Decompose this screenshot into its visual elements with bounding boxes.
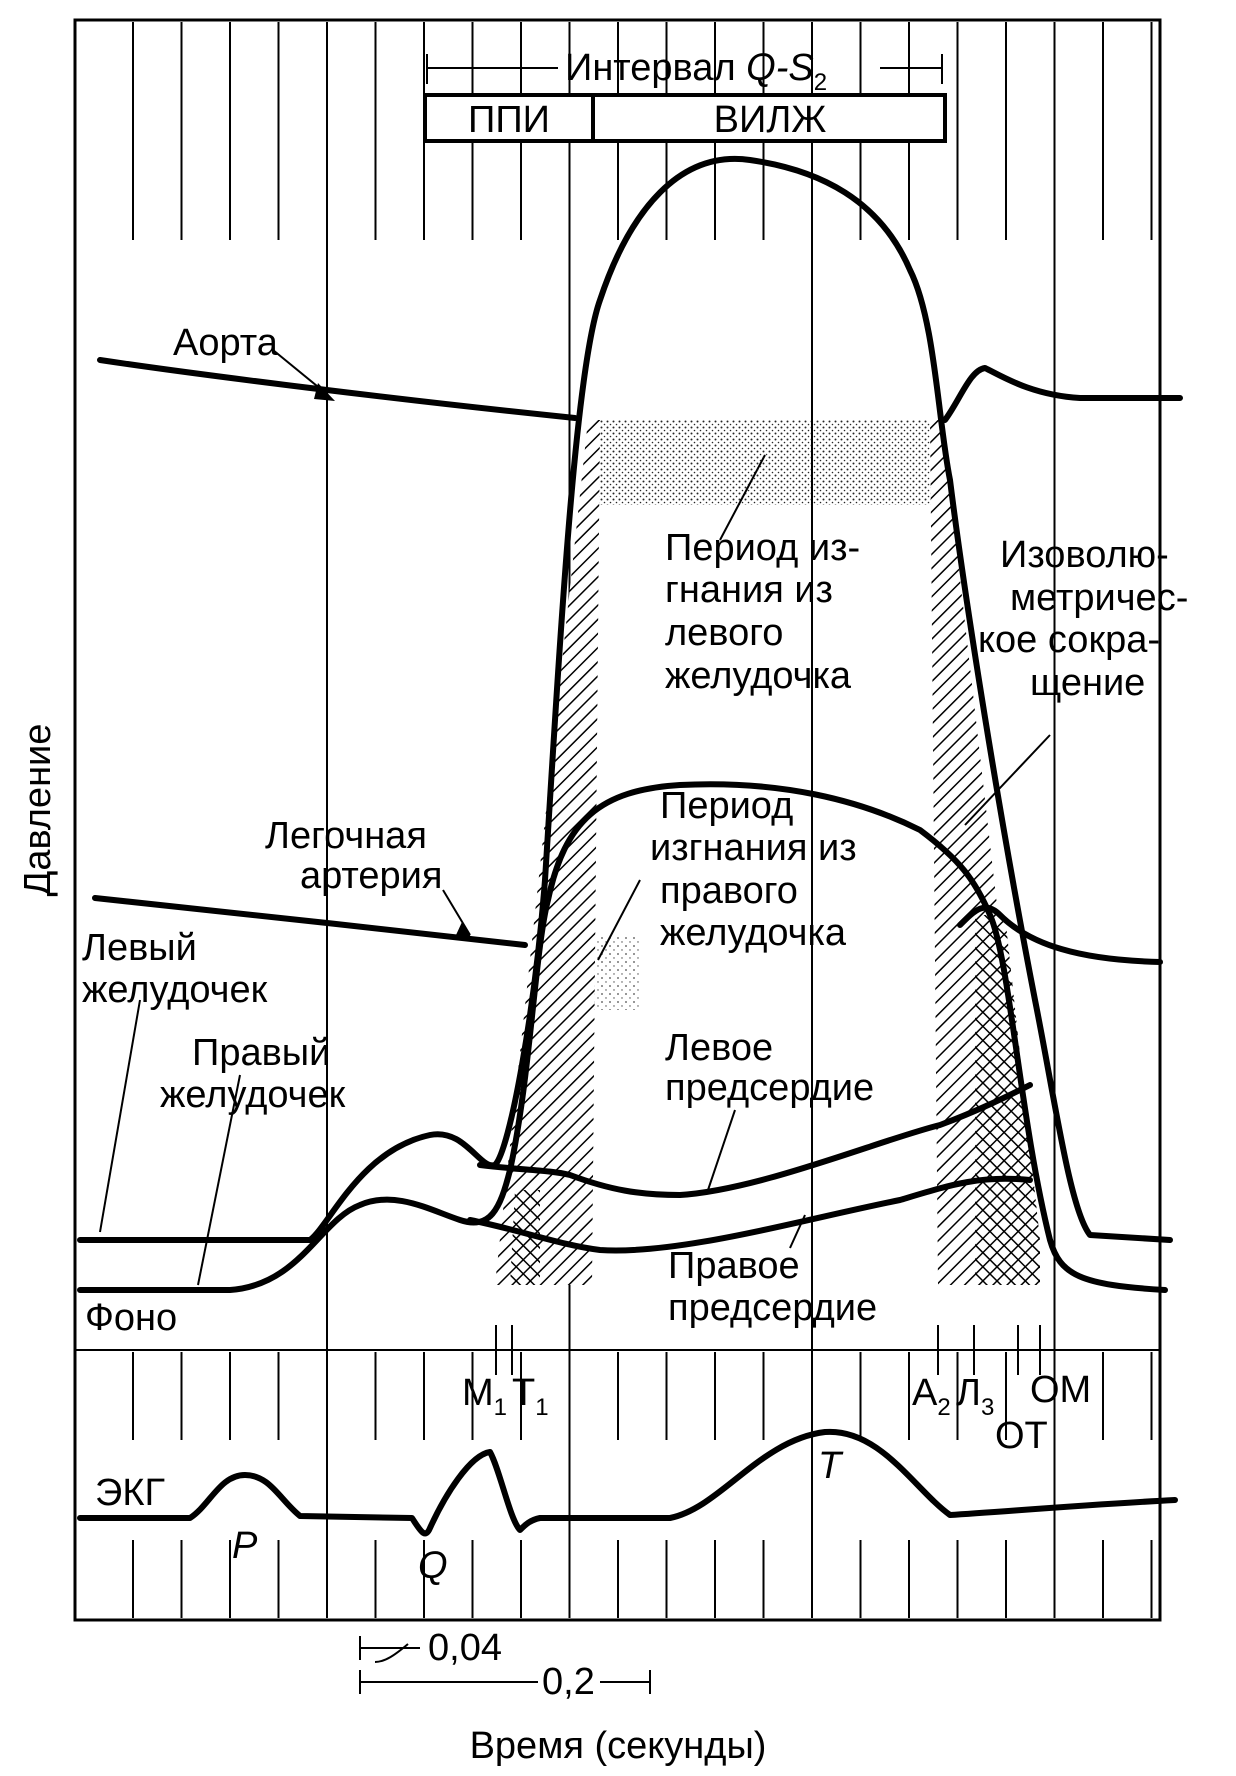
isovolumetric-line-4: щение bbox=[1030, 662, 1145, 704]
pulmonary-label-2: артерия bbox=[300, 855, 442, 897]
left-atrium-curve bbox=[477, 1082, 1033, 1198]
lv-ejection-line-3: левого bbox=[665, 612, 783, 654]
rv-ejection-line-3: правого bbox=[660, 870, 798, 912]
leader-lines bbox=[99, 349, 1051, 1286]
right-ventricle-label-2: желудочек bbox=[160, 1074, 346, 1116]
pulmonary-label-1: Легочная bbox=[265, 815, 427, 857]
scale-large-label: 0,2 bbox=[542, 1661, 595, 1703]
left-atrium-label-2: предсердие bbox=[665, 1067, 874, 1109]
heart-sound-markers: M1 T1 A2 Л3 ОМ ОТ bbox=[462, 1325, 1091, 1457]
ecg-label: ЭКГ bbox=[95, 1472, 165, 1514]
isovolumetric-line-2: метричес- bbox=[1010, 577, 1188, 619]
ecg-t-label: T bbox=[818, 1445, 844, 1487]
right-atrium-curve bbox=[467, 1175, 1033, 1254]
ecg-q-label: Q bbox=[418, 1545, 448, 1587]
x-axis-label: Время (секунды) bbox=[470, 1725, 767, 1767]
sound-m1: M1 bbox=[462, 1372, 507, 1421]
isovolumetric-line-3: кое сокра- bbox=[978, 619, 1160, 661]
lv-ejection-line-4: желудочка bbox=[665, 655, 852, 697]
ecg-trace bbox=[77, 1428, 1178, 1537]
time-scale: 0,04 0,2 bbox=[359, 1627, 651, 1703]
sound-l3: Л3 bbox=[956, 1372, 994, 1421]
interval-label: Интервал Q-S2 bbox=[565, 47, 827, 96]
vilzh-label: ВИЛЖ bbox=[714, 99, 827, 141]
right-ventricle-curve bbox=[77, 781, 1168, 1293]
lv-ejection-line-2: гнания из bbox=[665, 569, 833, 611]
sound-ot: ОТ bbox=[995, 1415, 1048, 1457]
rv-ejection-line-4: желудочка bbox=[660, 912, 847, 954]
phono-label: Фоно bbox=[85, 1297, 177, 1339]
ppi-label: ППИ bbox=[468, 99, 550, 141]
crosshatch-early bbox=[510, 1190, 540, 1285]
aorta-curve bbox=[97, 357, 1183, 423]
sound-a2: A2 bbox=[912, 1372, 951, 1421]
right-ventricle-label-1: Правый bbox=[192, 1032, 330, 1074]
pressure-curves bbox=[77, 155, 1183, 1293]
diagram-frame bbox=[73, 18, 1162, 1622]
annotations: Период из- гнания из левого желудочка Из… bbox=[650, 527, 1188, 954]
rv-ejection-line-1: Период bbox=[660, 785, 793, 827]
isovolumetric-line-1: Изоволю- bbox=[1000, 534, 1169, 576]
interval-q-s2: Интервал Q-S2 ППИ ВИЛЖ bbox=[423, 47, 947, 143]
ecg-p-label: P bbox=[232, 1525, 258, 1567]
scale-small-label: 0,04 bbox=[428, 1627, 502, 1669]
sound-om: ОМ bbox=[1030, 1369, 1091, 1411]
left-ventricle-label-2: желудочек bbox=[82, 969, 268, 1011]
left-ventricle-label-1: Левый bbox=[82, 927, 197, 969]
interval-box bbox=[423, 93, 947, 143]
sound-t1: T1 bbox=[512, 1372, 549, 1421]
right-atrium-label-2: предсердие bbox=[668, 1287, 877, 1329]
left-atrium-label-1: Левое bbox=[665, 1027, 773, 1069]
y-axis-label: Давление bbox=[17, 724, 59, 897]
rv-ejection-line-2: изгнания из bbox=[650, 827, 857, 869]
lv-ejection-stipple bbox=[582, 420, 945, 505]
right-atrium-label-1: Правое bbox=[668, 1245, 800, 1287]
lv-ejection-line-1: Период из- bbox=[665, 527, 860, 569]
curve-labels: Аорта Легочная артерия Левый желудочек П… bbox=[82, 322, 877, 1514]
crosshatch-late bbox=[975, 915, 1040, 1285]
aorta-label: Аорта bbox=[173, 322, 279, 364]
